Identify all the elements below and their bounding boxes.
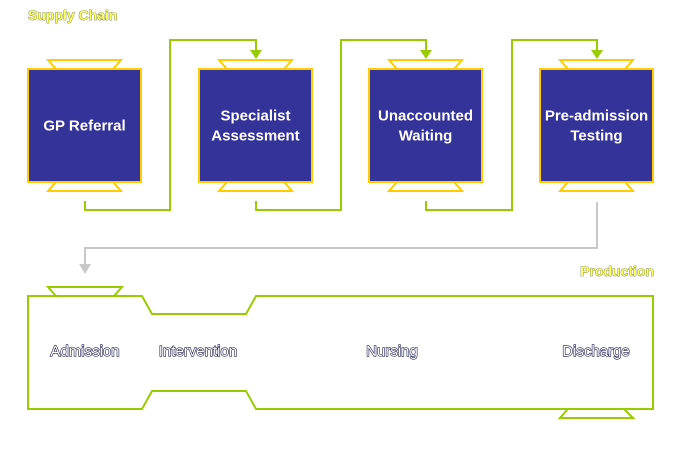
box-body (198, 68, 313, 183)
connector-1-2 (84, 39, 257, 211)
box-body (539, 68, 654, 183)
stage-intervention: Intervention (159, 343, 237, 360)
supply-chain-box: GP Referral (27, 59, 142, 192)
box-label: Testing (570, 128, 622, 145)
box-label: Assessment (211, 128, 299, 145)
supply-chain-connectors (84, 39, 603, 211)
box-label: Specialist (220, 108, 290, 125)
box-label: Waiting (399, 128, 453, 145)
arrowhead (591, 50, 603, 59)
box-bottom-tab (45, 181, 124, 192)
arrowhead (250, 50, 262, 59)
box-bottom-tab (386, 181, 465, 192)
supply-chain-label: Supply Chain (28, 7, 117, 23)
exit-tab (557, 408, 636, 419)
box-body (368, 68, 483, 183)
box-bottom-tab (557, 181, 636, 192)
transition-arrow (79, 202, 598, 274)
stage-nursing: Nursing (366, 343, 418, 360)
arrowhead (420, 50, 432, 59)
connector-3-4 (425, 39, 598, 211)
entry-tab (45, 286, 125, 297)
box-top-tab (386, 59, 465, 70)
stage-admission: Admission (50, 343, 119, 360)
box-label: Unaccounted (378, 108, 473, 125)
box-top-tab (45, 59, 124, 70)
box-label: GP Referral (43, 118, 125, 135)
production-label: Production (580, 263, 654, 279)
pipeline-outline (27, 295, 654, 410)
box-top-tab (216, 59, 295, 70)
box-bottom-tab (216, 181, 295, 192)
box-label: Pre-admission (545, 108, 648, 125)
stage-discharge: Discharge (562, 343, 630, 360)
box-top-tab (557, 59, 636, 70)
arrowhead (79, 264, 91, 274)
connector-2-3 (255, 39, 427, 211)
production-pipeline (27, 286, 654, 419)
box-body (27, 68, 142, 183)
